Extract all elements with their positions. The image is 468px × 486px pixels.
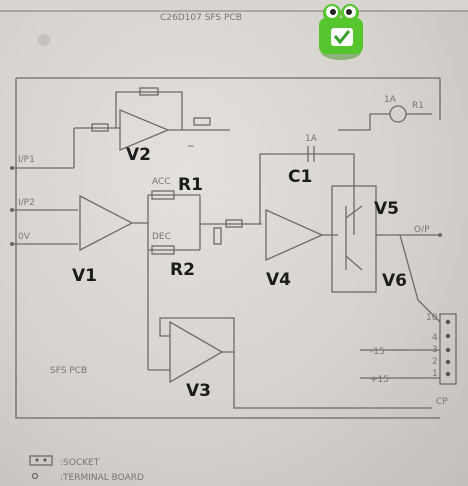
label-c1: C1 <box>288 167 312 187</box>
label-v1: V1 <box>72 266 97 286</box>
label-minus15: -15 <box>370 347 385 357</box>
label-pin-1: 1 <box>432 369 438 379</box>
label-v5: V5 <box>374 199 399 219</box>
socket-symbol <box>29 455 53 466</box>
label-v6: V6 <box>382 271 407 291</box>
pin-2 <box>445 359 451 365</box>
label-meter: 1A <box>384 95 397 105</box>
pin-4 <box>445 333 451 339</box>
terminal-0v <box>10 242 14 246</box>
label-acc: ACC <box>152 177 171 187</box>
board-outline-left-bottom <box>15 78 440 419</box>
label-pin-4: 4 <box>432 333 438 343</box>
terminal-board-symbol <box>31 472 39 480</box>
opamp-v4 <box>265 208 324 262</box>
v3-feedback <box>159 317 235 353</box>
terminal-in2 <box>10 208 14 212</box>
label-cap-small: 1A <box>305 134 318 144</box>
v5-collector <box>345 205 363 219</box>
legend-socket: :SOCKET <box>60 458 100 468</box>
socket-dot-a <box>35 458 39 462</box>
label-v3: V3 <box>186 381 211 401</box>
label-plus15: +15 <box>370 375 389 385</box>
wire-meter <box>338 113 390 131</box>
smudge <box>38 34 50 46</box>
label-in1: I/P1 <box>18 155 35 165</box>
label-r1: R1 <box>178 175 203 195</box>
label-v2: V2 <box>126 145 151 165</box>
legend-terminal-board: :TERMINAL BOARD <box>60 473 144 483</box>
label-v4: V4 <box>266 270 291 290</box>
label-pin-2: 2 <box>432 357 438 367</box>
label-in2: I/P2 <box>18 198 35 208</box>
header-strip <box>0 0 468 10</box>
label-dec: DEC <box>152 232 171 242</box>
resistor-r2 <box>151 245 175 255</box>
socket-dot-b <box>43 458 47 462</box>
label-cp: CP <box>436 397 448 407</box>
wire-v3-to-cp <box>233 352 432 409</box>
v6-collector <box>345 255 363 271</box>
pin-10 <box>445 319 451 325</box>
shunt-resistor <box>213 227 222 245</box>
label-r2: R2 <box>170 260 195 280</box>
output-stage-box <box>331 185 377 293</box>
label-out: O/P <box>414 225 430 235</box>
v2-input-resistor <box>91 123 109 132</box>
v2-feedback <box>115 91 183 130</box>
v4-feedback <box>259 153 355 235</box>
label-0v: 0V <box>18 232 31 242</box>
pin-1 <box>445 371 451 377</box>
meter-1a <box>389 105 407 123</box>
opamp-v2 <box>119 109 170 151</box>
label-r1-top: R1 <box>412 101 424 111</box>
label-board: SFS PCB <box>50 366 87 376</box>
opamp-v3 <box>169 320 224 384</box>
header-title: C26D107 SFS PCB <box>160 13 242 23</box>
terminal-in1 <box>10 166 14 170</box>
opamp-v1 <box>79 194 134 252</box>
v2-output-resistor <box>193 117 211 126</box>
terminal-out <box>438 233 442 237</box>
label-pin-10: 10 <box>426 313 438 323</box>
wire-out-to-pin10 <box>399 234 441 323</box>
resistor-r1 <box>151 190 175 200</box>
pin-3 <box>445 347 451 353</box>
terminal-board <box>439 313 457 385</box>
v4-input-resistor <box>225 219 243 228</box>
v2-feedback-resistor <box>139 87 159 96</box>
